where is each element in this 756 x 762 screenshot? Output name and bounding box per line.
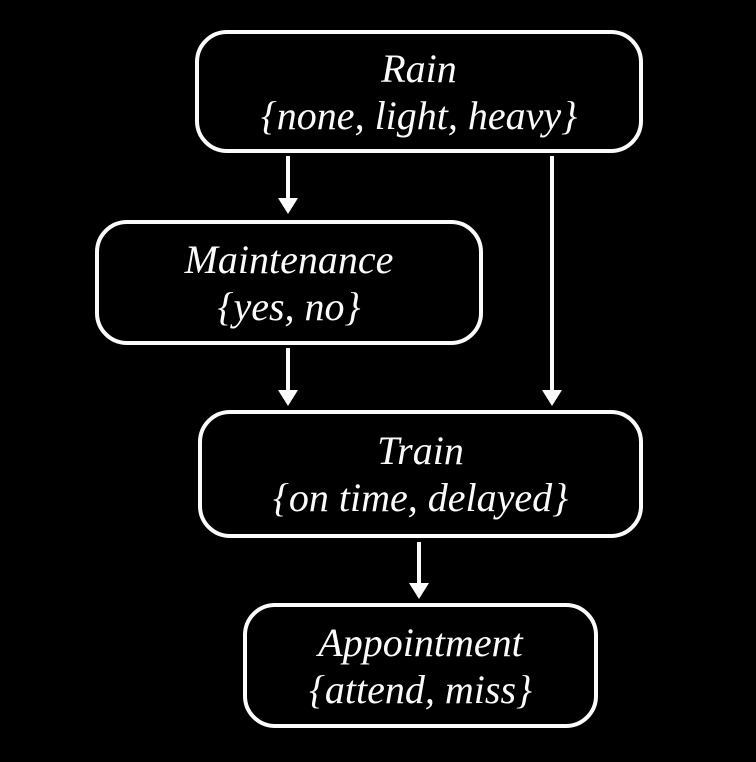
node-appointment: Appointment {attend, miss}: [243, 603, 598, 728]
edge-train-to-appointment: [409, 542, 429, 599]
node-maintenance-label: Maintenance: [184, 236, 394, 282]
edge-rain-to-train: [542, 156, 562, 406]
node-rain: Rain {none, light, heavy}: [195, 30, 643, 153]
edge-maintenance-to-train: [278, 348, 298, 406]
arrowhead-down-icon: [542, 390, 562, 406]
arrowhead-down-icon: [278, 198, 298, 214]
arrowhead-down-icon: [409, 583, 429, 599]
edge-rain-to-maintenance: [278, 156, 298, 214]
node-train-label: Train: [377, 428, 464, 473]
node-train: Train {on time, delayed}: [198, 410, 643, 538]
node-maintenance-domain: {yes, no}: [217, 283, 361, 329]
node-train-domain: {on time, delayed}: [272, 475, 569, 520]
node-rain-domain: {none, light, heavy}: [260, 92, 578, 138]
node-appointment-label: Appointment: [318, 619, 523, 665]
node-rain-label: Rain: [381, 45, 457, 91]
node-appointment-domain: {attend, miss}: [308, 666, 533, 712]
arrowhead-down-icon: [278, 390, 298, 406]
node-maintenance: Maintenance {yes, no}: [95, 220, 483, 345]
